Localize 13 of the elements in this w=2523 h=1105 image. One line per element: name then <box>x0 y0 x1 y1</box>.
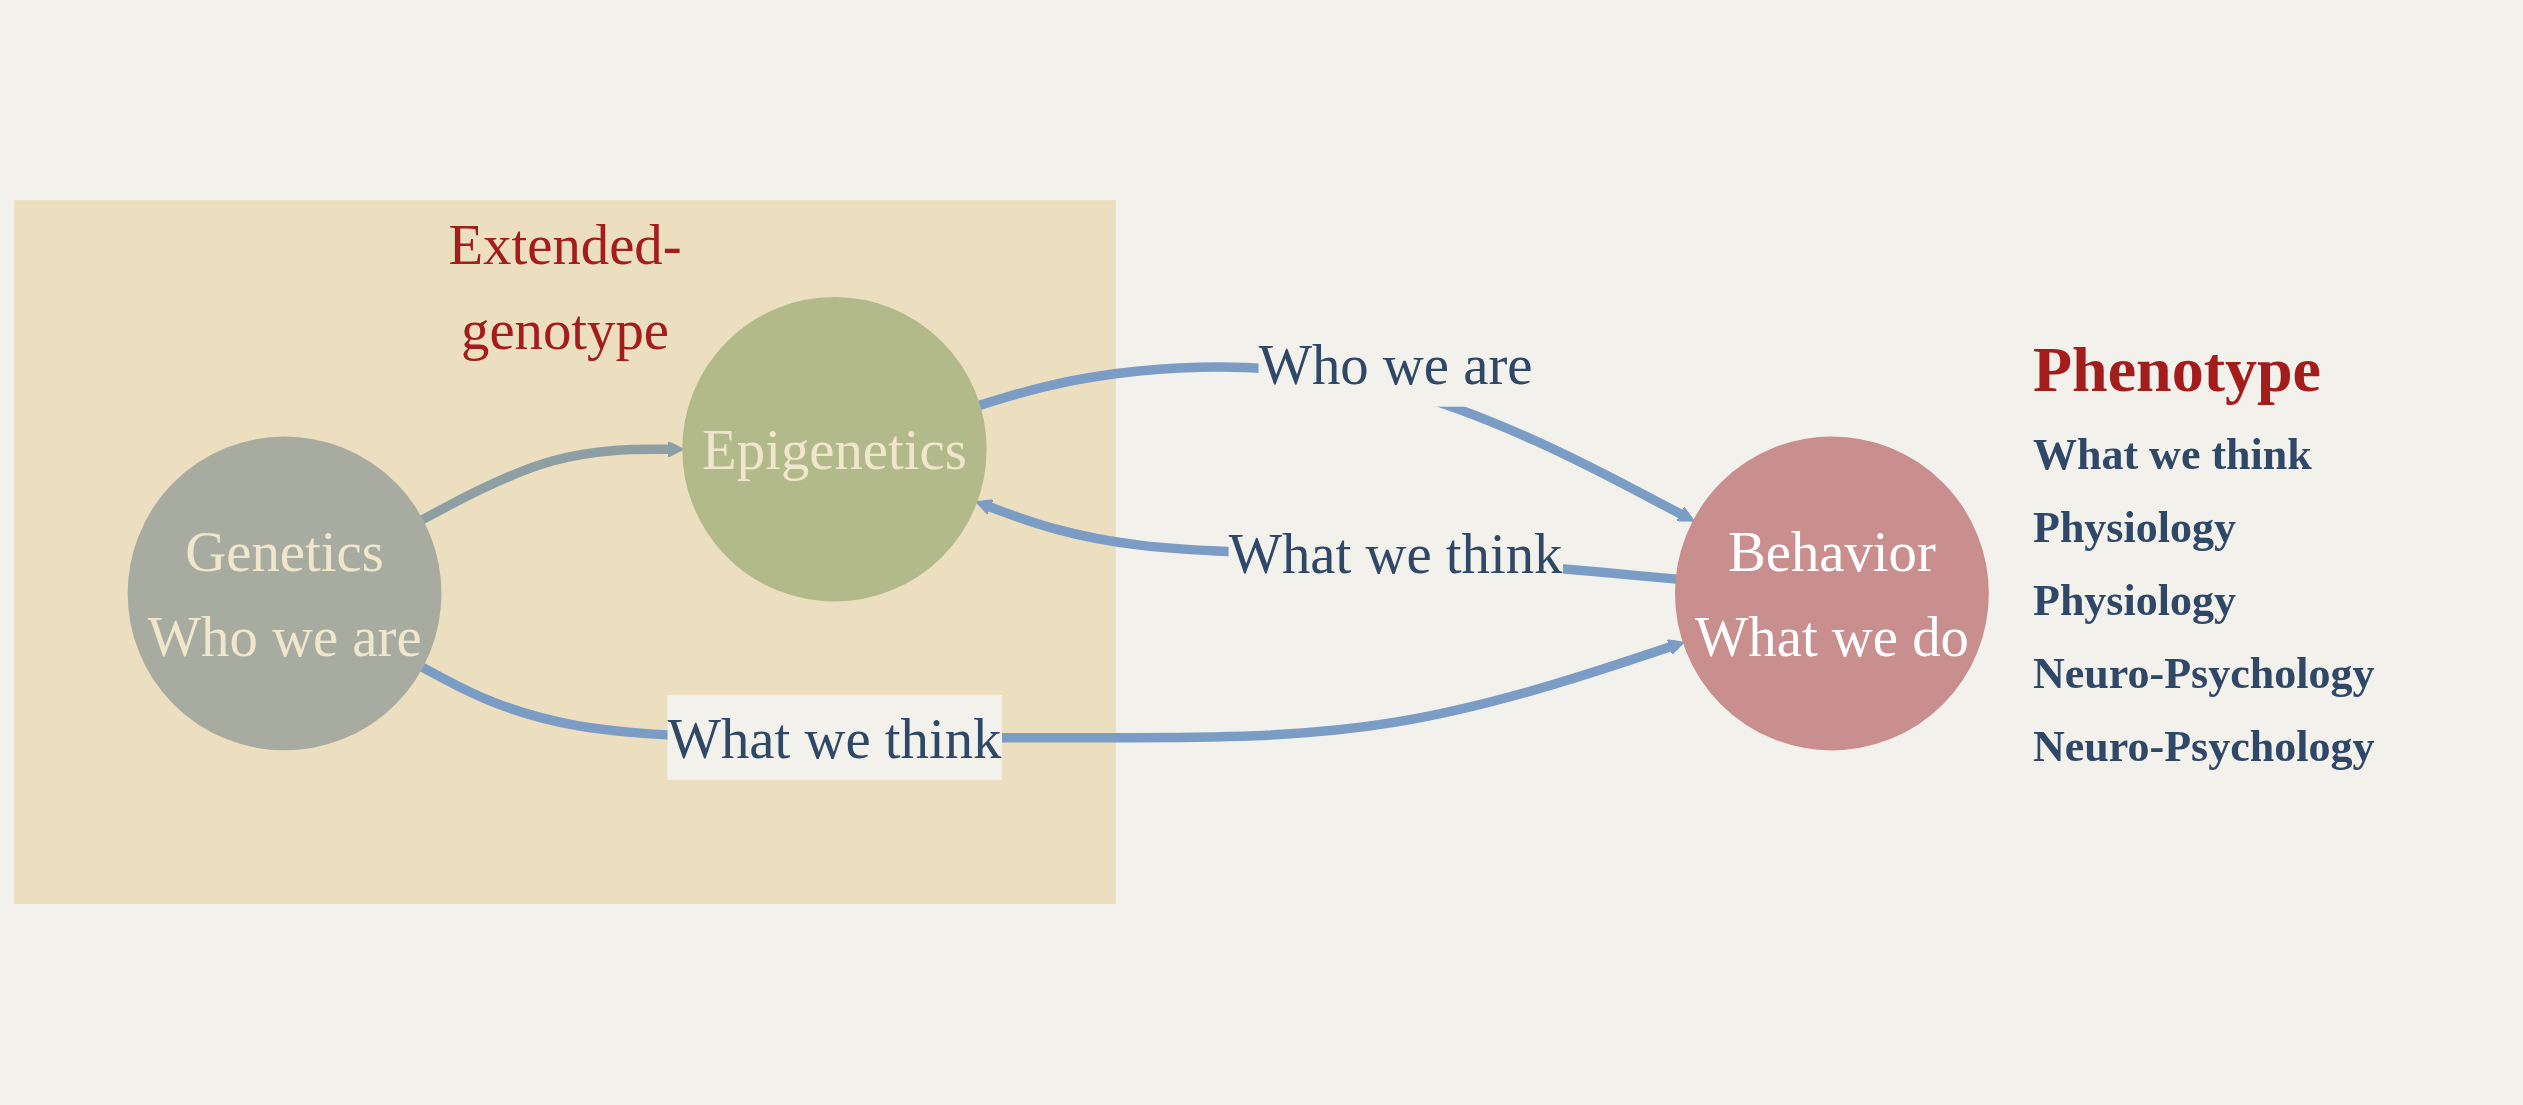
node-circle: Epigenetics <box>682 297 987 602</box>
edge-label: What we think <box>667 706 1002 770</box>
text-label: What we think <box>2033 429 2313 480</box>
text-label: Physiology <box>2033 502 2237 553</box>
text-label: Physiology <box>2033 575 2237 626</box>
edge-label: What we think <box>1228 522 1563 585</box>
arrow <box>419 441 684 525</box>
text-label: Neuro-Psychology <box>2033 721 2376 772</box>
text-label: Neuro-Psychology <box>2033 648 2376 699</box>
edge-label: Who we are <box>1258 333 1533 396</box>
node-circle: Genetics Who we are <box>127 436 442 751</box>
node-circle: Behavior What we do <box>1674 436 1989 751</box>
heading-label: Phenotype <box>2033 333 2322 407</box>
